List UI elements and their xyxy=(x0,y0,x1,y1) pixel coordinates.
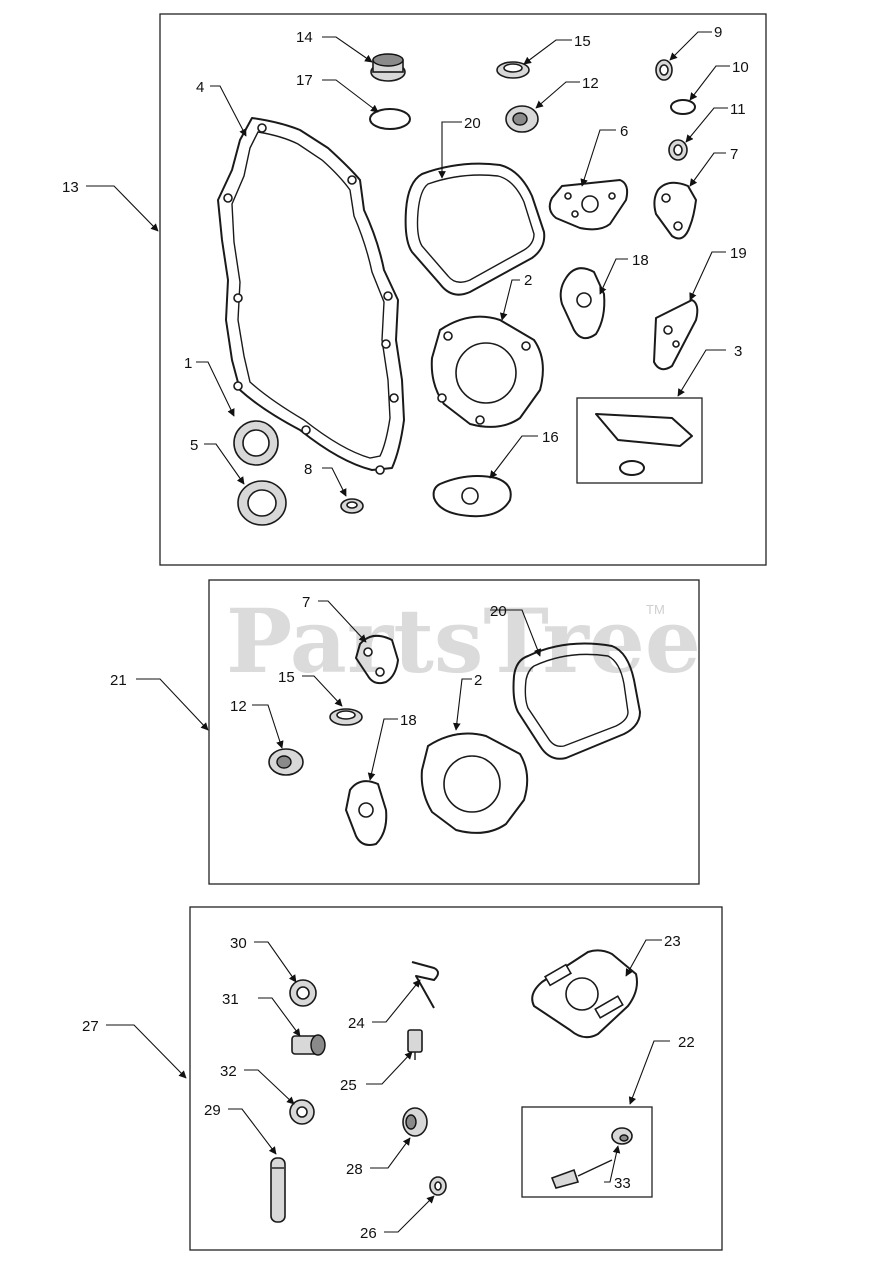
callout-22: 22 xyxy=(678,1034,695,1051)
sub-panel-part-22-frame xyxy=(521,1106,653,1198)
callout-8: 8 xyxy=(304,461,312,478)
rocker-cover-gasket-inner xyxy=(416,174,535,283)
callout-33: 33 xyxy=(614,1175,631,1192)
callout-16: 16 xyxy=(542,429,559,446)
gasket-part-3 xyxy=(595,413,693,447)
rocker-cover-gasket-part-20 xyxy=(404,162,546,296)
rocker-cover-gasket-mid-inner xyxy=(524,653,629,748)
seal-part-15 xyxy=(496,61,530,79)
callout-18-mid: 18 xyxy=(400,712,417,729)
oil-seal-part-1 xyxy=(233,420,279,466)
callout-4: 4 xyxy=(196,79,204,96)
watermark-trademark: TM xyxy=(646,602,665,617)
callout-31: 31 xyxy=(222,991,239,1008)
callout-6: 6 xyxy=(620,123,628,140)
callout-11: 11 xyxy=(730,101,746,118)
callout-19: 19 xyxy=(730,245,747,262)
callout-18: 18 xyxy=(632,252,649,269)
watermark-logo: PartsTree xyxy=(226,589,701,693)
callout-5: 5 xyxy=(190,437,198,454)
gasket-part-7-top xyxy=(653,181,697,240)
callout-24: 24 xyxy=(348,1015,365,1032)
callout-7-mid: 7 xyxy=(302,594,310,611)
plug-part-14 xyxy=(370,53,406,82)
idle-screw-assembly-part-22 xyxy=(550,1127,633,1189)
carburetor-plate-gasket-part-23 xyxy=(531,949,638,1039)
callout-23: 23 xyxy=(664,933,681,950)
sub-panel-part-3-frame xyxy=(576,397,703,484)
callout-12-mid: 12 xyxy=(230,698,247,715)
callout-14: 14 xyxy=(296,29,313,46)
bushing-part-12-mid xyxy=(268,748,304,776)
callout-7: 7 xyxy=(730,146,738,163)
callout-2-mid: 2 xyxy=(474,672,482,689)
o-ring-part-3 xyxy=(619,460,645,476)
washer-part-8 xyxy=(340,498,364,514)
needle-part-25 xyxy=(407,1029,423,1060)
callout-29: 29 xyxy=(204,1102,221,1119)
crankcase-gasket-part-4 xyxy=(217,117,405,471)
callout-28: 28 xyxy=(346,1161,363,1178)
gasket-part-18-top xyxy=(559,267,606,340)
gasket-part-7-mid xyxy=(355,634,399,685)
callout-2: 2 xyxy=(524,272,532,289)
washer-part-32 xyxy=(289,1099,315,1125)
sleeve-part-31 xyxy=(291,1034,326,1056)
callout-1: 1 xyxy=(184,355,192,372)
callout-27: 27 xyxy=(82,1018,99,1035)
callout-17: 17 xyxy=(296,72,313,89)
callout-3: 3 xyxy=(734,343,742,360)
leader-lines xyxy=(86,31,730,1233)
pin-part-24 xyxy=(411,961,439,1009)
callout-labels: 13 14 15 17 12 9 10 11 4 20 6 7 18 19 2 … xyxy=(62,24,749,1242)
callout-20: 20 xyxy=(464,115,481,132)
panel-valve-gasket-set-frame xyxy=(208,579,700,885)
panel-carburetor-kit-frame xyxy=(189,906,723,1251)
o-ring-part-10 xyxy=(670,99,696,115)
callout-12: 12 xyxy=(582,75,599,92)
carburetor-gasket-part-6 xyxy=(548,179,629,231)
cap-part-28 xyxy=(402,1107,428,1137)
panel-gasket-set-frame xyxy=(159,13,767,566)
washer-part-30 xyxy=(289,979,317,1007)
cylinder-head-gasket-part-2-top xyxy=(430,315,544,428)
seal-part-15-mid xyxy=(329,708,363,726)
gasket-part-18-mid xyxy=(345,780,388,846)
callout-30: 30 xyxy=(230,935,247,952)
callout-32: 32 xyxy=(220,1063,237,1080)
callout-25: 25 xyxy=(340,1077,357,1094)
callout-21: 21 xyxy=(110,672,127,689)
crankcase-gasket-inner xyxy=(231,131,391,459)
callout-9: 9 xyxy=(714,24,722,41)
rocker-cover-gasket-part-20-mid xyxy=(512,642,641,760)
washer-part-26 xyxy=(429,1176,447,1196)
pin-part-29 xyxy=(270,1157,286,1223)
cylinder-head-gasket-part-2-mid xyxy=(420,732,529,834)
callout-10: 10 xyxy=(732,59,749,76)
gasket-part-19 xyxy=(653,299,699,371)
callout-15-mid: 15 xyxy=(278,669,295,686)
bushing-part-12 xyxy=(505,105,539,133)
o-ring-part-17 xyxy=(369,108,411,130)
callout-26: 26 xyxy=(360,1225,377,1242)
callout-15: 15 xyxy=(574,33,591,50)
oil-seal-part-5 xyxy=(237,480,287,526)
callout-20-mid: 20 xyxy=(490,603,507,620)
callout-13: 13 xyxy=(62,179,79,196)
